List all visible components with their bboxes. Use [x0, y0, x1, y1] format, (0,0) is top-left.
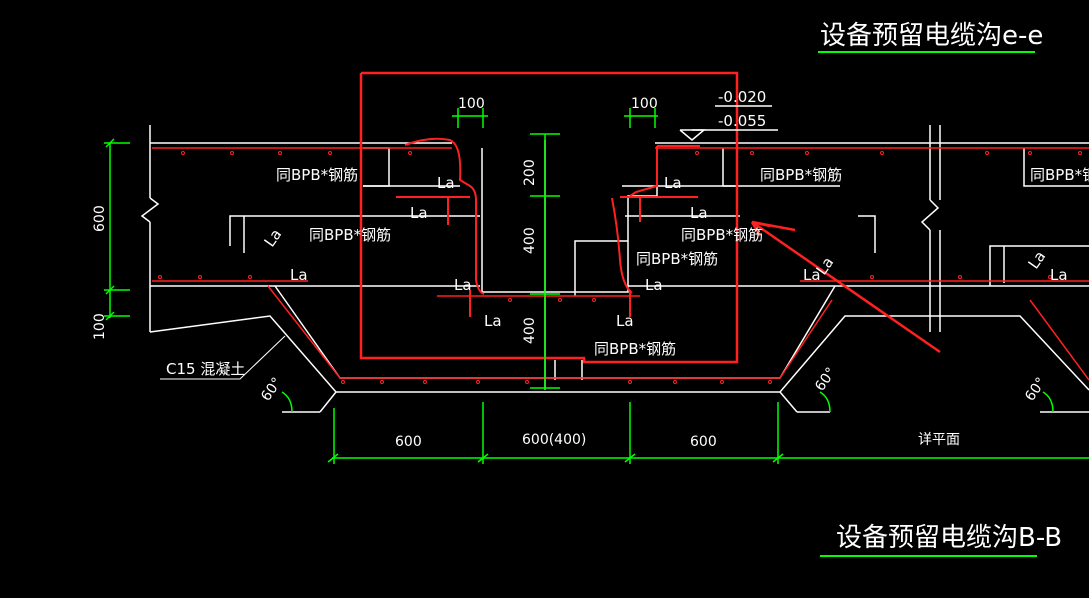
elevation-b: -0.055: [718, 112, 766, 130]
la-label-3: La: [454, 276, 472, 294]
dim-100-right: 100: [631, 96, 658, 112]
la-label-11: La: [803, 266, 821, 284]
title-top: 设备预留电缆沟e-e: [820, 21, 1043, 51]
rebar-dots: [158, 151, 1082, 384]
dim-600-left: 600: [92, 205, 108, 232]
la-label-14: La: [1050, 266, 1068, 284]
la-label-4: La: [484, 312, 502, 330]
rebar-lines: [152, 147, 1089, 381]
rebar-label-4: 同BPB*钢筋: [681, 226, 763, 244]
dim-600-bottom-left: 600: [395, 434, 422, 450]
rebar-label-3: 同BPB*钢筋: [760, 166, 842, 184]
title-bottom: 设备预留电缆沟B-B: [836, 523, 1062, 553]
la-label-2: La: [410, 204, 428, 222]
angle-60-left: 60°: [258, 375, 285, 405]
c15-leader-line: [160, 335, 286, 380]
annotation-arrow: [750, 220, 941, 354]
annotation-highlight-box: [359, 71, 739, 364]
la-label-6: La: [690, 204, 708, 222]
pit-rebar: [396, 137, 700, 317]
angle-60-right: 60°: [1022, 375, 1049, 405]
elevation-a: -0.020: [718, 88, 766, 106]
rebar-label-1: 同BPB*钢筋: [276, 166, 358, 184]
dimension-lines: [104, 108, 1089, 464]
see-plan-label: 详平面: [918, 432, 960, 448]
dim-400-upper: 400: [522, 227, 538, 254]
angle-60-mid: 60°: [812, 365, 839, 395]
rebar-label-6: 同BPB*钢筋: [594, 340, 676, 358]
dim-100-left: 100: [458, 96, 485, 112]
la-label-9: La: [261, 226, 286, 251]
dim-600-bottom-right: 600: [690, 434, 717, 450]
rebar-label-2: 同BPB*钢筋: [309, 226, 391, 244]
rebar-label-7: 同BPB*钢筋: [1030, 166, 1089, 184]
c15-concrete-label: C15 混凝土: [166, 360, 245, 378]
la-label-10: La: [290, 266, 308, 284]
dim-100-left-lower: 100: [92, 313, 108, 340]
elevation-marker: [679, 105, 778, 141]
dim-600-400-bottom-mid: 600(400): [522, 432, 586, 448]
rebar-label-5: 同BPB*钢筋: [636, 250, 718, 268]
la-label-13: La: [1025, 248, 1050, 273]
la-label-5: La: [664, 174, 682, 192]
la-label-7: La: [645, 276, 663, 294]
dim-400-lower: 400: [522, 317, 538, 344]
la-label-1: La: [437, 174, 455, 192]
dim-200-vertical: 200: [522, 159, 538, 186]
la-label-8: La: [616, 312, 634, 330]
